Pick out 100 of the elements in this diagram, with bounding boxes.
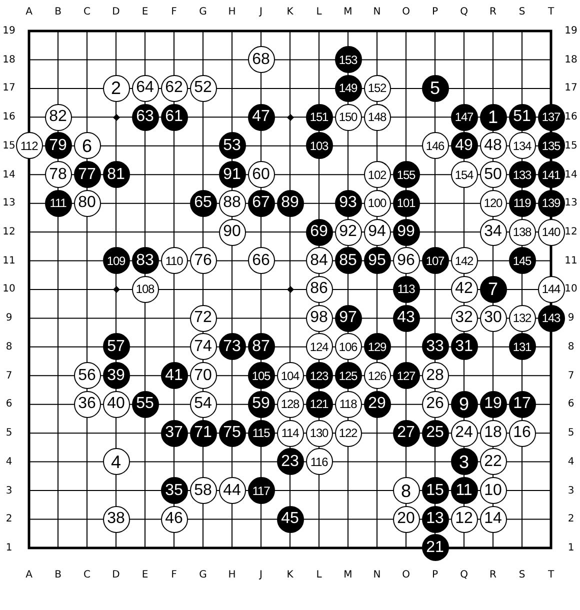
go-stone: 79 bbox=[44, 132, 72, 160]
go-stone: 91 bbox=[218, 161, 246, 188]
column-letter: F bbox=[171, 6, 177, 18]
go-stone: 10 bbox=[480, 477, 506, 504]
row-number: 16 bbox=[2, 112, 16, 123]
column-letter: Q bbox=[460, 570, 468, 580]
go-stone: 47 bbox=[248, 104, 274, 131]
go-stone: 1 bbox=[480, 104, 506, 131]
row-number: 13 bbox=[564, 198, 578, 209]
go-stone: 53 bbox=[218, 132, 246, 160]
row-number: 17 bbox=[564, 82, 578, 94]
go-stone: 75 bbox=[218, 420, 246, 447]
go-stone: 96 bbox=[392, 247, 420, 274]
go-stone: 6 bbox=[74, 132, 100, 160]
go-stone: 77 bbox=[74, 161, 100, 188]
go-stone: 14 bbox=[480, 506, 506, 533]
row-number: 16 bbox=[564, 112, 578, 123]
column-letter: T bbox=[548, 6, 554, 18]
go-stone: 90 bbox=[218, 218, 246, 246]
go-stone: 59 bbox=[248, 390, 274, 418]
go-stone: 127 bbox=[392, 362, 420, 390]
row-number: 6 bbox=[568, 398, 574, 410]
go-stone: 81 bbox=[102, 161, 130, 188]
column-letter: L bbox=[316, 6, 322, 18]
go-stone: 36 bbox=[74, 390, 100, 418]
go-stone: 26 bbox=[422, 390, 448, 418]
go-stone: 76 bbox=[190, 247, 216, 274]
go-stone: 130 bbox=[306, 420, 332, 447]
go-stone: 148 bbox=[364, 104, 390, 131]
go-stone: 145 bbox=[508, 247, 536, 274]
row-number: 2 bbox=[568, 514, 574, 525]
column-letter: J bbox=[260, 570, 262, 580]
go-stone: 104 bbox=[276, 362, 304, 390]
go-stone: 152 bbox=[364, 74, 390, 102]
go-stone: 143 bbox=[538, 304, 564, 332]
go-stone: 57 bbox=[102, 333, 130, 360]
go-stone: 154 bbox=[450, 161, 478, 188]
row-number: 6 bbox=[6, 398, 12, 410]
go-stone: 114 bbox=[276, 420, 304, 447]
go-stone: 147 bbox=[450, 104, 478, 131]
go-stone: 78 bbox=[44, 161, 72, 188]
go-stone: 116 bbox=[306, 448, 332, 476]
go-stone: 74 bbox=[190, 333, 216, 360]
go-stone: 94 bbox=[364, 218, 390, 246]
go-stone: 120 bbox=[480, 190, 506, 217]
go-stone: 87 bbox=[248, 333, 274, 360]
row-number: 19 bbox=[564, 26, 578, 36]
row-number: 15 bbox=[2, 140, 16, 152]
go-stone: 49 bbox=[450, 132, 478, 160]
column-letter: S bbox=[518, 570, 526, 580]
column-letter: M bbox=[344, 6, 352, 18]
column-letter: G bbox=[199, 6, 207, 18]
go-stone: 95 bbox=[364, 247, 390, 274]
go-stone: 13 bbox=[422, 506, 448, 533]
go-stone: 51 bbox=[508, 104, 536, 131]
go-stone: 102 bbox=[364, 161, 390, 188]
column-letter: K bbox=[286, 6, 294, 18]
column-letter: H bbox=[228, 570, 236, 580]
column-letter: B bbox=[54, 570, 62, 580]
go-stone: 97 bbox=[334, 304, 362, 332]
go-stone: 83 bbox=[132, 247, 158, 274]
go-stone: 144 bbox=[538, 276, 564, 303]
go-stone: 30 bbox=[480, 304, 506, 332]
go-stone: 32 bbox=[450, 304, 478, 332]
go-stone: 37 bbox=[160, 420, 188, 447]
go-stone: 28 bbox=[422, 362, 448, 390]
column-letter: H bbox=[228, 6, 236, 18]
go-stone: 141 bbox=[538, 161, 564, 188]
go-stone: 58 bbox=[190, 477, 216, 504]
go-stone: 133 bbox=[508, 161, 536, 188]
go-stone: 113 bbox=[392, 276, 420, 303]
go-stone: 88 bbox=[218, 190, 246, 217]
go-stone: 29 bbox=[364, 390, 390, 418]
column-letter: S bbox=[518, 6, 526, 18]
column-letter: R bbox=[490, 6, 496, 18]
row-number: 3 bbox=[6, 485, 12, 496]
column-letter: E bbox=[142, 6, 148, 18]
column-letter: A bbox=[26, 570, 32, 580]
go-stone: 131 bbox=[508, 333, 536, 360]
go-stone: 142 bbox=[450, 247, 478, 274]
go-stone: 27 bbox=[392, 420, 420, 447]
column-letter: R bbox=[490, 570, 496, 580]
go-stone: 100 bbox=[364, 190, 390, 217]
go-stone: 89 bbox=[276, 190, 304, 217]
row-number: 5 bbox=[568, 428, 574, 439]
go-stone: 55 bbox=[132, 390, 158, 418]
go-stone: 21 bbox=[422, 534, 448, 562]
go-stone: 40 bbox=[102, 390, 130, 418]
go-stone: 82 bbox=[44, 104, 72, 131]
go-stone: 31 bbox=[450, 333, 478, 360]
go-stone: 15 bbox=[422, 477, 448, 504]
go-stone: 34 bbox=[480, 218, 506, 246]
go-stone: 17 bbox=[508, 390, 536, 418]
go-stone: 23 bbox=[276, 448, 304, 476]
go-stone: 149 bbox=[334, 74, 362, 102]
row-number: 17 bbox=[2, 82, 16, 94]
go-stone: 150 bbox=[334, 104, 362, 131]
go-stone: 112 bbox=[16, 132, 42, 160]
row-number: 12 bbox=[2, 226, 16, 238]
go-stone: 122 bbox=[334, 420, 362, 447]
